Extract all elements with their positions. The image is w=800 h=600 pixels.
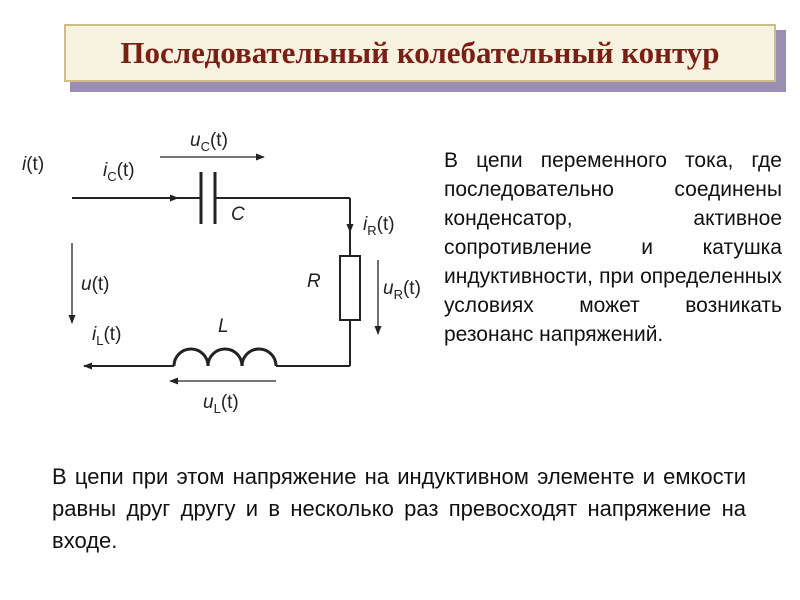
label-i-total: i(t) bbox=[22, 154, 44, 175]
label-i-c: iC(t) bbox=[103, 160, 135, 184]
label-inductor: L bbox=[218, 316, 229, 337]
label-u-c: uC(t) bbox=[190, 130, 228, 154]
description-paragraph: В цепи переменного тока, где последовате… bbox=[444, 149, 782, 346]
inductor-coil bbox=[172, 347, 278, 367]
label-u-total: u(t) bbox=[81, 274, 110, 295]
page-title: Последовательный колебательный контур bbox=[120, 35, 720, 70]
conclusion-paragraph: В цепи при этом напряжение на индуктивно… bbox=[52, 464, 746, 553]
title-box: Последовательный колебательный контур bbox=[64, 24, 776, 82]
label-u-r: uR(t) bbox=[383, 278, 421, 302]
label-i-l: iL(t) bbox=[92, 324, 121, 348]
label-resistor: R bbox=[307, 271, 321, 292]
label-capacitor: C bbox=[231, 204, 245, 225]
label-i-r: iR(t) bbox=[363, 214, 395, 238]
resistor bbox=[339, 255, 361, 321]
label-u-l: uL(t) bbox=[203, 392, 239, 416]
